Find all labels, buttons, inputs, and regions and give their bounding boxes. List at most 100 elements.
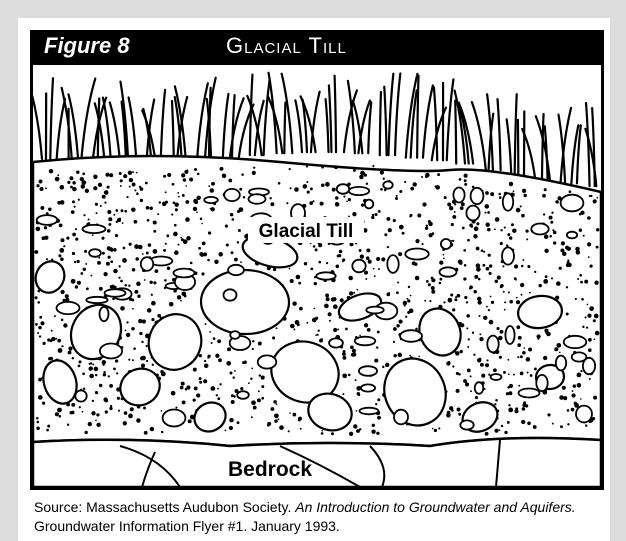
- gravel-grain: [394, 354, 397, 357]
- gravel-grain: [563, 396, 567, 400]
- gravel-grain: [374, 359, 378, 363]
- pebble: [174, 269, 195, 278]
- gravel-grain: [207, 357, 209, 359]
- gravel-grain: [231, 251, 234, 254]
- gravel-grain: [325, 182, 330, 187]
- gravel-grain: [313, 308, 315, 310]
- gravel-grain: [70, 411, 73, 414]
- gravel-grain: [36, 227, 41, 232]
- gravel-grain: [132, 359, 134, 361]
- gravel-grain: [298, 282, 301, 285]
- gravel-grain: [46, 429, 49, 432]
- gravel-grain: [343, 196, 345, 198]
- gravel-grain: [57, 201, 61, 205]
- caption-book-title: An Introduction to Groundwater and Aquif…: [295, 499, 575, 515]
- gravel-grain: [594, 314, 599, 319]
- gravel-grain: [55, 177, 60, 182]
- gravel-grain: [460, 206, 464, 210]
- gravel-grain: [116, 221, 118, 223]
- gravel-grain: [35, 296, 38, 299]
- gravel-grain: [97, 261, 101, 265]
- gravel-grain: [534, 271, 536, 273]
- gravel-grain: [59, 248, 64, 253]
- gravel-grain: [464, 179, 467, 182]
- gravel-grain: [49, 169, 53, 173]
- gravel-grain: [231, 400, 235, 404]
- gravel-grain: [319, 339, 323, 343]
- gravel-grain: [464, 183, 467, 186]
- gravel-grain: [595, 331, 600, 336]
- gravel-grain: [131, 327, 135, 331]
- gravel-grain: [581, 298, 584, 301]
- gravel-grain: [129, 243, 132, 246]
- gravel-grain: [57, 408, 62, 413]
- gravel-grain: [213, 337, 216, 340]
- gravel-grain: [110, 249, 113, 252]
- gravel-grain: [525, 404, 528, 407]
- gravel-grain: [126, 321, 128, 323]
- gravel-grain: [587, 216, 591, 220]
- gravel-grain: [466, 327, 468, 329]
- gravel-grain: [132, 183, 136, 187]
- gravel-grain: [554, 347, 558, 351]
- gravel-grain: [366, 183, 368, 185]
- gravel-grain: [274, 419, 277, 422]
- gravel-grain: [449, 206, 453, 210]
- gravel-grain: [92, 400, 94, 402]
- gravel-grain: [57, 339, 61, 343]
- gravel-grain: [342, 352, 346, 356]
- gravel-grain: [459, 178, 462, 181]
- pebble: [366, 307, 383, 314]
- gravel-grain: [314, 282, 317, 285]
- gravel-grain: [458, 373, 461, 376]
- gravel-grain: [318, 243, 322, 247]
- gravel-grain: [234, 258, 238, 262]
- gravel-grain: [359, 175, 363, 179]
- gravel-grain: [40, 206, 44, 210]
- gravel-grain: [134, 244, 139, 249]
- gravel-grain: [109, 173, 113, 177]
- gravel-grain: [522, 351, 526, 355]
- gravel-grain: [103, 373, 106, 376]
- gravel-grain: [567, 409, 570, 412]
- gravel-grain: [299, 307, 303, 311]
- gravel-grain: [412, 182, 416, 186]
- gravel-grain: [579, 228, 582, 231]
- gravel-grain: [385, 363, 389, 367]
- gravel-grain: [120, 306, 125, 311]
- gravel-grain: [342, 356, 346, 360]
- pebble: [228, 265, 244, 275]
- gravel-grain: [553, 231, 557, 235]
- gravel-grain: [218, 252, 223, 257]
- gravel-grain: [210, 386, 215, 391]
- gravel-grain: [575, 298, 577, 300]
- gravel-grain: [500, 330, 504, 334]
- gravel-grain: [90, 275, 92, 277]
- pebble: [204, 197, 218, 203]
- gravel-grain: [39, 316, 42, 319]
- gravel-grain: [81, 180, 86, 185]
- gravel-grain: [490, 296, 492, 298]
- gravel-grain: [95, 203, 98, 206]
- gravel-grain: [326, 297, 330, 301]
- gravel-grain: [414, 262, 417, 265]
- gravel-grain: [186, 236, 191, 241]
- gravel-grain: [219, 383, 221, 385]
- gravel-grain: [372, 214, 374, 216]
- gravel-grain: [399, 225, 404, 230]
- gravel-grain: [77, 281, 81, 285]
- gravel-grain: [197, 173, 200, 176]
- gravel-grain: [374, 213, 377, 216]
- gravel-grain: [102, 364, 104, 366]
- gravel-grain: [516, 325, 520, 329]
- gravel-grain: [589, 306, 594, 311]
- gravel-grain: [425, 227, 428, 230]
- gravel-grain: [371, 430, 375, 434]
- gravel-grain: [225, 430, 227, 432]
- gravel-grain: [378, 268, 380, 270]
- gravel-grain: [203, 252, 207, 256]
- gravel-grain: [312, 200, 314, 202]
- pebble: [89, 249, 101, 257]
- gravel-grain: [63, 323, 67, 327]
- gravel-grain: [342, 260, 344, 262]
